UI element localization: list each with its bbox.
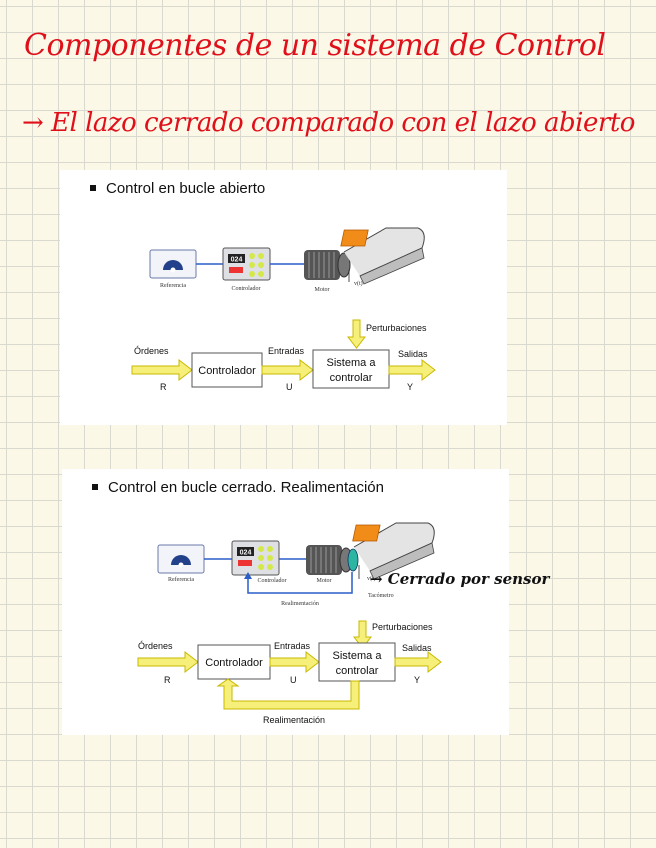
label-entradas: Entradas	[274, 641, 311, 651]
label-salidas: Salidas	[398, 349, 428, 359]
input-arrow	[137, 650, 199, 674]
package-box	[352, 524, 381, 542]
output-arrow	[394, 650, 442, 674]
slide-heading: Control en bucle abierto	[90, 180, 265, 197]
conveyor-belt	[343, 227, 425, 277]
middle-arrow	[269, 650, 320, 674]
controller-display: 024	[231, 257, 243, 264]
label-r: R	[164, 675, 171, 685]
block-diagram: Perturbaciones Órdenes R Controlador Ent…	[131, 319, 436, 392]
label-ordenes: Órdenes	[134, 346, 169, 356]
hw-label-referencia: Referencia	[160, 282, 186, 289]
label-y: Y	[414, 675, 420, 685]
slide-heading: Control en bucle cerrado. Realimentación	[92, 479, 384, 496]
hw-label-motor: Motor	[315, 287, 330, 293]
hardware-illustration: Referencia 024 Controlador Motor v(t)	[149, 227, 425, 293]
bullet-icon	[90, 185, 96, 192]
hw-label-controlador: Controlador	[258, 578, 287, 584]
controller-block-label: Controlador	[198, 365, 256, 377]
handwritten-subtitle: → El lazo cerrado comparado con el lazo …	[22, 108, 635, 138]
handwritten-title: Componentes de un sistema de Control	[24, 28, 606, 63]
label-u: U	[290, 675, 297, 685]
label-perturbaciones: Perturbaciones	[366, 323, 427, 333]
controller-display: 024	[240, 550, 252, 557]
tachometer-icon	[347, 548, 359, 572]
hardware-illustration: Referencia 024 Controlador Motor v(t)	[157, 522, 435, 607]
motor-icon	[306, 545, 342, 575]
bullet-icon	[92, 484, 98, 491]
system-block-label-1: Sistema a	[327, 357, 377, 369]
knob-icon	[163, 260, 183, 270]
perturbation-arrow	[346, 319, 367, 349]
handwritten-annotation: → Cerrado por sensor	[370, 570, 550, 588]
middle-arrow	[261, 358, 314, 382]
slide-open-loop: Control en bucle abierto Referencia 024 …	[60, 170, 507, 425]
closed-loop-figure: Referencia 024 Controlador Motor v(t)	[137, 522, 442, 725]
hw-label-referencia: Referencia	[168, 576, 194, 583]
system-block-label-2: controlar	[330, 372, 373, 384]
hw-label-tacometro: Tacómetro	[368, 593, 394, 599]
hw-label-velocidad: v(t)	[367, 575, 376, 582]
slide-closed-loop: Control en bucle cerrado. Realimentación…	[62, 469, 509, 735]
label-perturbaciones: Perturbaciones	[372, 622, 433, 632]
label-r: R	[160, 382, 167, 392]
system-block-label-2: controlar	[336, 665, 379, 677]
feedback-wire	[247, 572, 353, 594]
input-arrow	[131, 358, 193, 382]
controller-block-label: Controlador	[205, 657, 263, 669]
label-ordenes: Órdenes	[138, 641, 173, 651]
controller-block	[197, 644, 271, 680]
system-block-label-1: Sistema a	[333, 650, 383, 662]
label-realimentacion: Realimentación	[263, 715, 325, 725]
label-entradas: Entradas	[268, 346, 305, 356]
label-u: U	[286, 382, 293, 392]
knob-icon	[171, 555, 191, 565]
hw-label-motor: Motor	[317, 578, 332, 584]
motor-icon	[304, 250, 340, 280]
feedback-arrow	[216, 678, 360, 710]
hw-label-controlador: Controlador	[232, 286, 261, 292]
label-y: Y	[407, 382, 413, 392]
output-arrow	[388, 358, 436, 382]
hw-label-realimentacion: Realimentación	[281, 601, 319, 607]
hw-label-velocidad: v(t)	[354, 280, 363, 287]
block-diagram: Perturbaciones Órdenes R Controlador Ent…	[137, 620, 442, 725]
package-box	[340, 229, 369, 247]
label-salidas: Salidas	[402, 643, 432, 653]
system-block	[318, 642, 396, 682]
open-loop-figure: Referencia 024 Controlador Motor v(t)	[131, 227, 436, 392]
conveyor-belt	[353, 522, 435, 572]
controller-block	[191, 352, 263, 388]
